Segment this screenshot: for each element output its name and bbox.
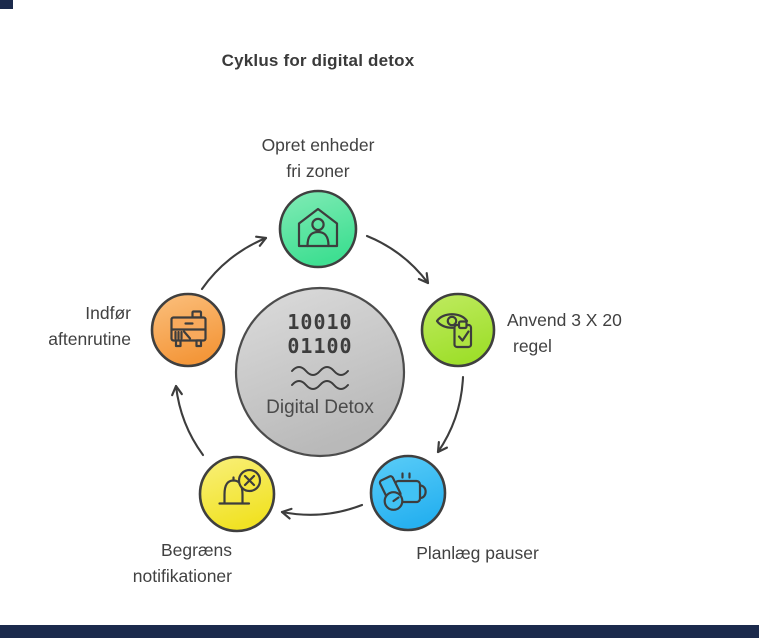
diagram-title: Cyklus for digital detox [221,51,415,70]
label-line: Indfør [85,303,131,323]
corner-mark [0,0,13,9]
bottom-bar [0,625,759,638]
home-person-icon [297,207,339,248]
node-evening-routine [150,292,226,368]
label-line: Planlæg pauser [416,543,539,563]
label-device-free-zones: Opret enheder fri zoner [218,132,418,184]
label-line: Opret enheder [261,135,375,155]
binary-line-2: 01100 [287,334,353,358]
node-3x20-rule [420,292,496,368]
arrow-limit-notifications-to-evening-routine [171,384,205,457]
node-plan-breaks [369,454,447,532]
label-evening-routine: Indfør aftenrutine [0,300,131,352]
label-plan-breaks: Planlæg pauser [395,540,560,566]
label-3x20-rule: Anvend 3 X 20 regel [507,307,682,359]
label-line: fri zoner [286,161,350,181]
label-limit-notifications: Begræns notifikationer [68,537,232,589]
eye-checklist-icon [435,313,473,349]
label-line: Begræns [160,540,232,560]
label-line: regel [513,336,552,356]
binary-code-text: 10010 01100 [255,310,385,358]
binary-line-1: 10010 [287,310,353,334]
center-circle-label: Digital Detox [266,397,374,418]
waves-icon [291,366,349,390]
nightstand-icon [170,310,207,348]
node-limit-notifications [198,455,276,533]
arrow-plan-breaks-to-limit-notifications [280,503,364,520]
coffee-break-timer-icon [378,472,427,511]
label-line: Anvend 3 X 20 [507,310,622,330]
label-line: aftenrutine [48,329,131,349]
node-device-free-zones [278,189,358,269]
arrow-device-free-zones-to-3x20-rule [365,234,430,285]
arrow-3x20-rule-to-plan-breaks [436,375,465,454]
label-line: notifikationer [132,566,232,586]
arrow-evening-routine-to-device-free-zones [200,235,268,291]
bell-dismiss-icon [218,468,262,505]
